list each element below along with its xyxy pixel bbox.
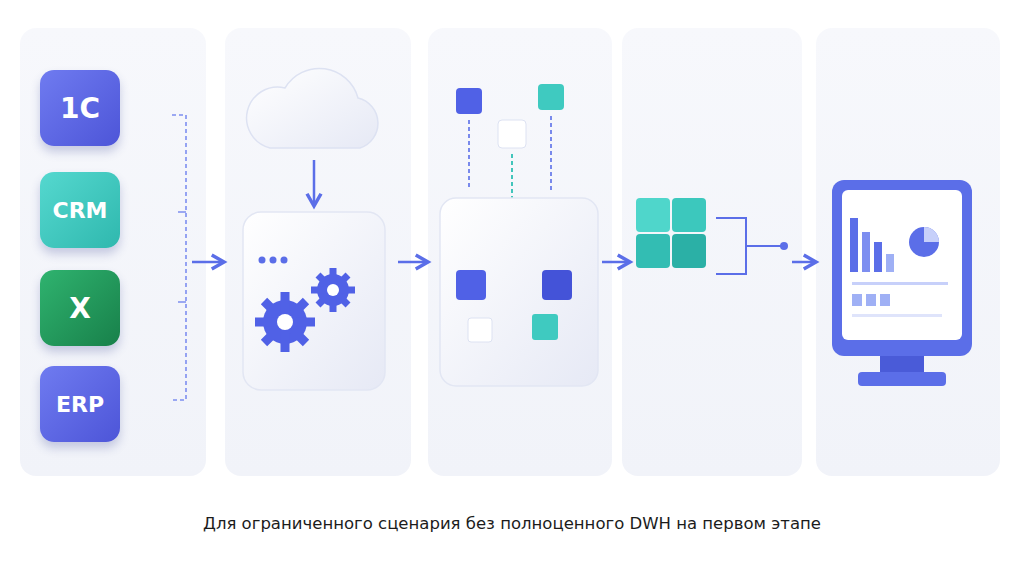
etl-illustration	[243, 68, 428, 390]
source-1c-tile: 1С	[40, 70, 120, 146]
merge-bracket	[172, 115, 224, 400]
source-erp-tile: ERP	[40, 366, 120, 442]
source-crm-tile: CRM	[40, 172, 120, 248]
tile-label: ERP	[56, 392, 104, 417]
source-excel-tile: X	[40, 270, 120, 346]
tile-label: 1С	[60, 92, 100, 125]
caption: Для ограниченного сценария без полноценн…	[0, 514, 1024, 533]
dashboard-monitor	[832, 180, 972, 386]
mart-illustration	[636, 198, 816, 274]
tile-label: X	[69, 292, 91, 325]
tile-label: CRM	[53, 198, 108, 223]
storage-illustration	[440, 84, 630, 386]
stage-panels	[20, 28, 1000, 476]
